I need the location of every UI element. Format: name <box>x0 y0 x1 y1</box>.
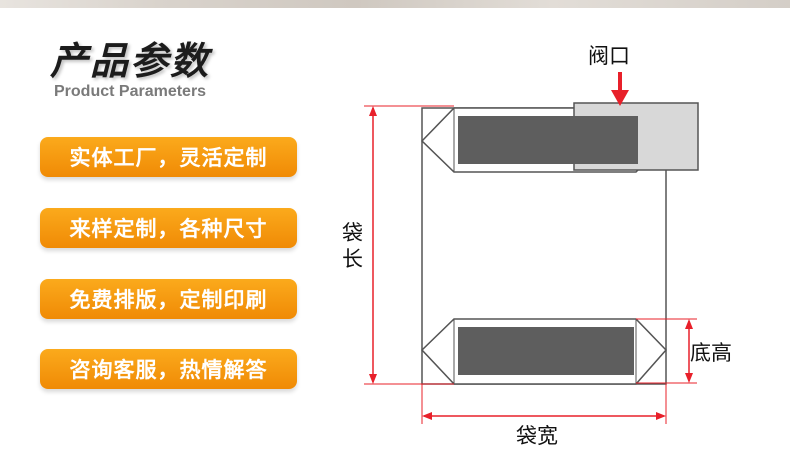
feature-pill-factory: 实体工厂，灵活定制 <box>40 137 297 177</box>
top-print-area <box>458 116 638 164</box>
feature-pill-customer-service: 咨询客服，热情解答 <box>40 349 297 389</box>
bottom-print-area <box>458 327 634 375</box>
top-banner-strip <box>0 0 790 8</box>
valve-label: 阀口 <box>588 44 630 68</box>
section-subtitle: Product Parameters <box>54 83 207 100</box>
length-label-char2: 长 <box>342 247 363 271</box>
bottom-height-label: 底高 <box>690 341 732 365</box>
width-label: 袋宽 <box>516 424 558 448</box>
section-title: 产品参数 <box>50 38 211 83</box>
feature-pill-custom-size: 来样定制，各种尺寸 <box>40 208 297 248</box>
length-label-char1: 袋 <box>342 221 363 245</box>
feature-pill-free-layout: 免费排版，定制印刷 <box>40 279 297 319</box>
